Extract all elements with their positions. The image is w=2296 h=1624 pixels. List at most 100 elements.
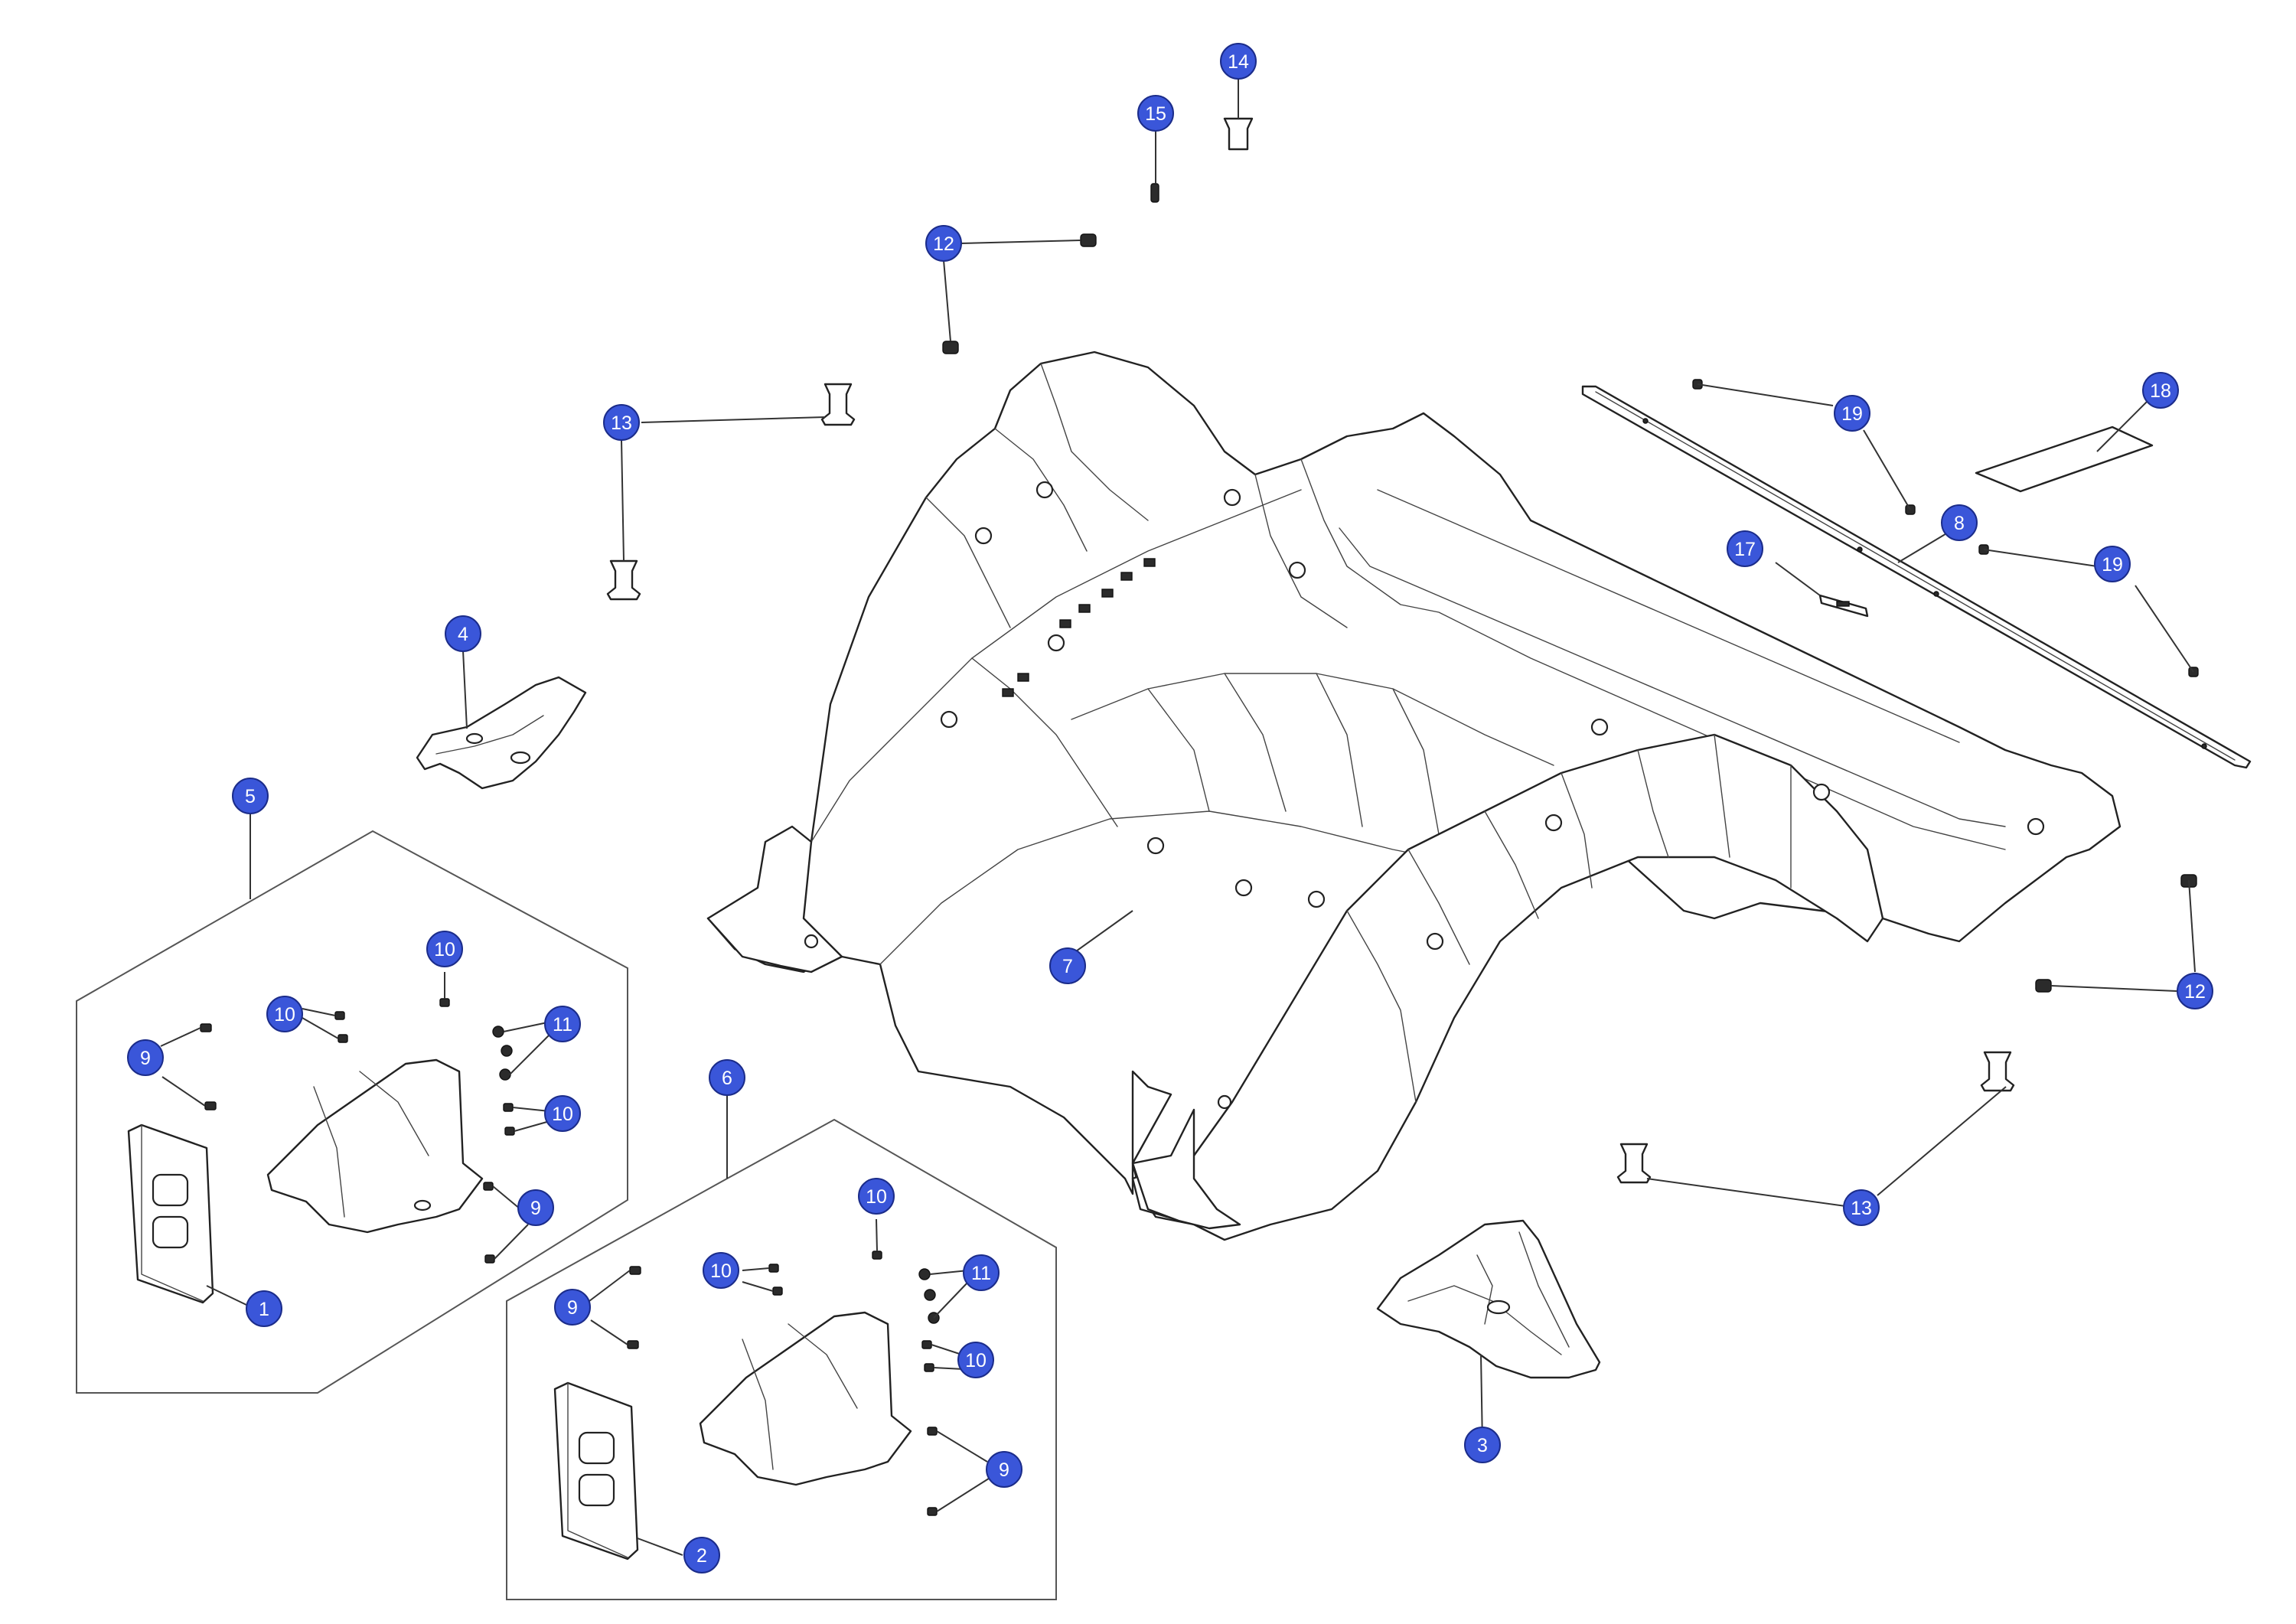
callout-9: 9 <box>127 1039 164 1076</box>
clip-bracket <box>1818 594 1869 618</box>
callout-circle <box>1843 1189 1880 1226</box>
callout-circle <box>858 1178 895 1215</box>
callout-10: 10 <box>266 996 303 1032</box>
callout-14: 14 <box>1220 43 1257 80</box>
callout-label: 7 <box>1062 956 1073 977</box>
callout-1: 1 <box>246 1290 282 1327</box>
kit-5-parts <box>127 998 515 1304</box>
callout-circle <box>1220 43 1257 80</box>
callout-circle <box>925 225 962 262</box>
callout-label: 10 <box>274 1004 295 1026</box>
callout-13: 13 <box>603 404 640 441</box>
callout-circle <box>2177 973 2213 1009</box>
callout-12: 12 <box>2177 973 2213 1009</box>
callout-label: 11 <box>553 1014 572 1035</box>
callout-2: 2 <box>683 1537 720 1573</box>
callout-10: 10 <box>544 1095 581 1132</box>
callout-label: 17 <box>1734 539 1756 560</box>
callout-circle <box>986 1451 1022 1488</box>
callout-label: 9 <box>530 1198 541 1219</box>
callout-10: 10 <box>703 1252 739 1289</box>
callout-circle <box>544 1006 581 1042</box>
callout-label: 12 <box>933 233 954 255</box>
callout-label: 9 <box>140 1048 151 1069</box>
callout-label: 1 <box>259 1299 269 1320</box>
callout-label: 10 <box>866 1186 887 1208</box>
callout-3: 3 <box>1464 1427 1501 1463</box>
callout-circle <box>709 1059 745 1096</box>
callout-circle <box>1834 395 1870 432</box>
callout-label: 13 <box>1851 1198 1872 1219</box>
callout-label: 18 <box>2150 380 2171 402</box>
callout-circle <box>683 1537 720 1573</box>
callout-label: 13 <box>611 413 632 434</box>
callout-circle <box>127 1039 164 1076</box>
rear-subframe <box>706 351 2122 1241</box>
kit-frame-5 <box>76 830 628 1394</box>
callout-circle <box>554 1289 591 1326</box>
callout-label: 11 <box>971 1263 991 1284</box>
callout-11: 11 <box>963 1254 1000 1291</box>
callout-circle <box>1137 95 1174 132</box>
callout-label: 4 <box>458 624 468 645</box>
callout-circle <box>426 931 463 967</box>
callout-circle <box>246 1290 282 1327</box>
callout-17: 17 <box>1727 530 1763 567</box>
callout-circle <box>703 1252 739 1289</box>
callout-label: 15 <box>1145 103 1166 125</box>
callout-4: 4 <box>445 615 481 652</box>
callout-11: 11 <box>544 1006 581 1042</box>
callout-label: 19 <box>2102 554 2123 576</box>
callout-label: 19 <box>1841 403 1863 425</box>
callout-label: 10 <box>710 1260 732 1282</box>
callout-label: 3 <box>1477 1435 1488 1456</box>
loose-fasteners <box>606 117 2199 1184</box>
callout-label: 10 <box>434 939 455 960</box>
callout-12: 12 <box>925 225 962 262</box>
callout-9: 9 <box>986 1451 1022 1488</box>
callout-9: 9 <box>554 1289 591 1326</box>
callout-circle <box>1941 504 1978 541</box>
callout-5: 5 <box>232 778 269 814</box>
callout-circle <box>2142 372 2179 409</box>
callout-circle <box>603 404 640 441</box>
callout-10: 10 <box>858 1178 895 1215</box>
callout-label: 2 <box>696 1545 707 1567</box>
callout-18: 18 <box>2142 372 2179 409</box>
heat-shield-left <box>416 676 587 790</box>
callout-circle <box>957 1342 994 1378</box>
rail-strip <box>1581 385 2252 769</box>
callout-circle <box>445 615 481 652</box>
callout-circle <box>517 1189 554 1226</box>
callout-circle <box>232 778 269 814</box>
pad <box>1975 426 2154 493</box>
callout-label: 12 <box>2184 981 2206 1003</box>
heat-shield-right <box>1376 1219 1601 1379</box>
callout-circle <box>1727 530 1763 567</box>
callout-circle <box>2094 546 2131 582</box>
callout-label: 14 <box>1228 51 1249 73</box>
callout-circle <box>266 996 303 1032</box>
callout-label: 9 <box>567 1297 578 1319</box>
callout-10: 10 <box>957 1342 994 1378</box>
callout-15: 15 <box>1137 95 1174 132</box>
callout-circle <box>544 1095 581 1132</box>
callout-label: 10 <box>552 1104 573 1125</box>
callout-6: 6 <box>709 1059 745 1096</box>
callout-label: 10 <box>965 1350 987 1371</box>
callout-10: 10 <box>426 931 463 967</box>
kit-6-parts <box>553 1251 940 1560</box>
callout-7: 7 <box>1049 947 1086 984</box>
callout-circle <box>963 1254 1000 1291</box>
callout-label: 8 <box>1954 513 1965 534</box>
callout-19: 19 <box>2094 546 2131 582</box>
callout-13: 13 <box>1843 1189 1880 1226</box>
callout-circle <box>1464 1427 1501 1463</box>
callout-9: 9 <box>517 1189 554 1226</box>
callout-label: 5 <box>245 786 256 807</box>
callout-19: 19 <box>1834 395 1870 432</box>
callouts: 1234567899991010101010101111121213131415… <box>127 43 2213 1573</box>
callout-8: 8 <box>1941 504 1978 541</box>
mount-bosses <box>804 481 2045 1110</box>
